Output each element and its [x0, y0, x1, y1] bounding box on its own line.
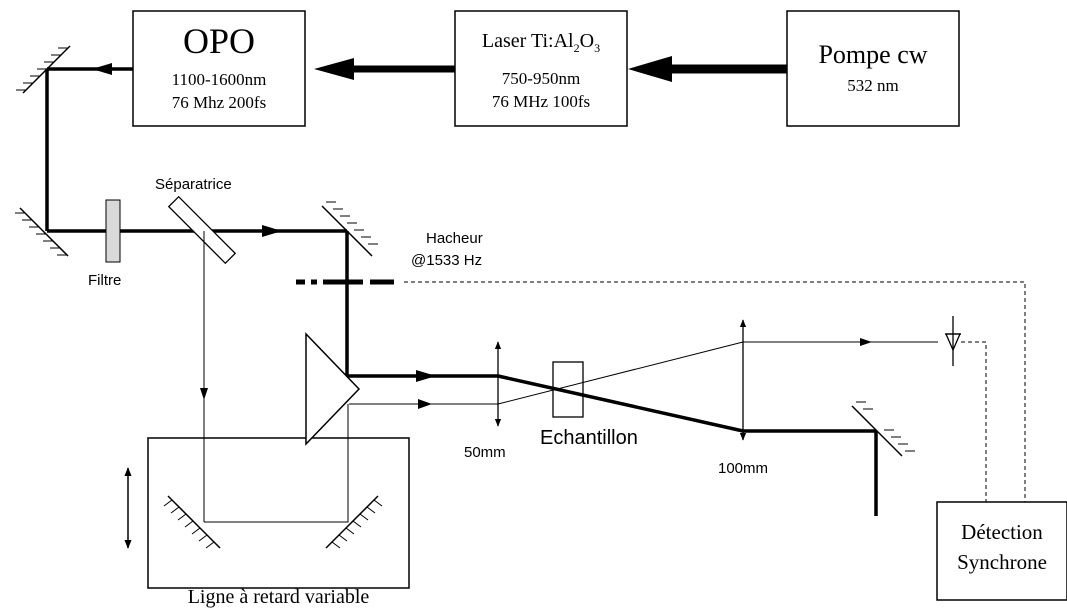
opo-wavelength: 1100-1600nm: [171, 70, 267, 89]
probe-arrowhead-2: [418, 399, 432, 409]
delay-mirror-right-icon: [325, 495, 383, 549]
lens-50mm-label: 50mm: [464, 444, 506, 461]
delay-line-beam: [204, 404, 349, 523]
beam-splitter-icon: [167, 195, 237, 265]
delay-mirror-left-icon: [163, 495, 221, 549]
photodiode-signal-line: [961, 341, 987, 502]
sample-label: Echantillon: [540, 427, 638, 449]
sample-icon: [552, 361, 584, 418]
chopper-label: Hacheur: [426, 230, 483, 247]
delay-line-label: Ligne à retard variable: [187, 586, 370, 608]
probe-beam-through-sample: [497, 341, 744, 405]
filter-icon: [105, 199, 121, 263]
pump-arrowhead: [628, 56, 672, 82]
opo-box: [132, 10, 306, 127]
laser-rate: 76 MHz 100fs: [491, 92, 591, 111]
laser-box: [454, 10, 628, 127]
beam-arrowhead-1: [262, 225, 282, 237]
pump-title: Pompe cw: [818, 40, 928, 69]
pump-wavelength: 532 nm: [847, 76, 899, 95]
detection-box: [936, 501, 1067, 601]
splitter-label: Séparatrice: [155, 176, 232, 193]
filter-label: Filtre: [88, 272, 122, 289]
mirror-2-icon: [15, 207, 69, 257]
pump-arrowhead-2: [416, 370, 436, 382]
detection-line1: Détection: [961, 520, 1043, 544]
laser-arrowhead: [314, 58, 354, 80]
mirror-3-icon: [321, 201, 378, 257]
chopper-reference-line: [404, 281, 1026, 502]
opo-rate: 76 Mhz 200fs: [171, 93, 267, 112]
delay-line-box: [147, 437, 410, 589]
laser-title: Laser Ti:Al2O3: [481, 30, 601, 55]
opo-arrowhead: [92, 63, 112, 75]
retroreflector-icon: [305, 332, 361, 446]
lens-100mm-label: 100mm: [718, 460, 769, 477]
pump-box: [786, 10, 960, 127]
opo-title: OPO: [182, 21, 256, 61]
probe-arrowhead-3: [860, 338, 872, 346]
photodiode-icon: [945, 316, 961, 366]
detection-line2: Synchrone: [957, 550, 1047, 574]
laser-wavelength: 750-950nm: [501, 69, 581, 88]
chopper-frequency: @1533 Hz: [411, 252, 483, 269]
mirror-4-icon: [851, 401, 915, 457]
pump-beam-through-sample: [497, 374, 744, 433]
probe-arrowhead: [200, 388, 208, 400]
